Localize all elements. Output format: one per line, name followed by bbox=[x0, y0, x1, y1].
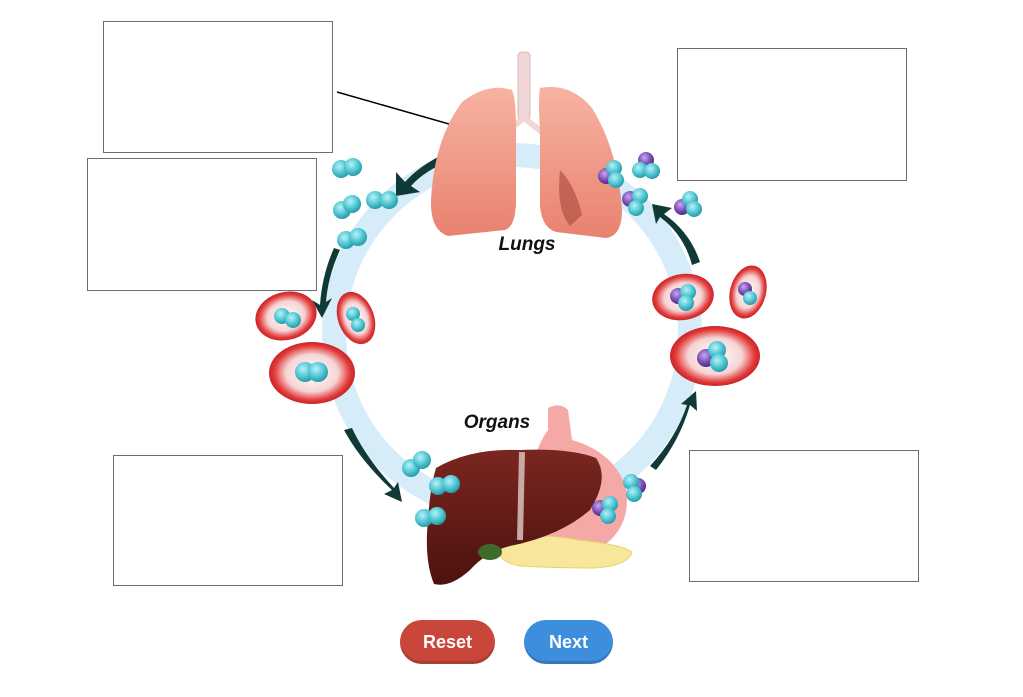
oxygen-molecule bbox=[415, 507, 446, 527]
oxygen-molecule bbox=[295, 362, 328, 382]
oxygen-molecule bbox=[429, 475, 460, 495]
carbon-dioxide-molecule bbox=[592, 496, 618, 524]
flow-arrow-left-down bbox=[312, 248, 340, 318]
carbon-dioxide-molecule bbox=[674, 191, 702, 217]
carbon-dioxide-molecules bbox=[592, 152, 757, 524]
label-box-bottom-right[interactable] bbox=[689, 450, 919, 582]
next-button[interactable]: Next bbox=[524, 620, 613, 664]
lungs-label: Lungs bbox=[499, 234, 556, 255]
carbon-dioxide-molecule bbox=[738, 282, 757, 305]
flow-arrow-right-up bbox=[650, 391, 697, 470]
blood-cells-right bbox=[652, 265, 767, 386]
oxygen-molecule bbox=[332, 158, 362, 178]
oxygen-molecule bbox=[346, 307, 365, 332]
label-box-top-right[interactable] bbox=[677, 48, 907, 181]
right-lung-cavity bbox=[559, 170, 582, 226]
oxygen-molecules bbox=[274, 158, 460, 527]
oxygen-molecule bbox=[274, 308, 301, 328]
right-lung bbox=[539, 86, 622, 238]
label-box-top-left[interactable] bbox=[103, 21, 333, 153]
label-box-middle-left[interactable] bbox=[87, 158, 317, 291]
flow-arrow-left-bottom bbox=[344, 428, 402, 502]
left-lung bbox=[430, 87, 516, 236]
reset-button[interactable]: Reset bbox=[400, 620, 495, 664]
lungs-illustration bbox=[430, 51, 622, 238]
trachea bbox=[517, 51, 531, 121]
oxygen-molecule bbox=[333, 195, 361, 219]
carbon-dioxide-molecule bbox=[598, 160, 624, 188]
gallbladder bbox=[478, 544, 502, 560]
pointer-arrow bbox=[336, 91, 471, 131]
carbon-dioxide-molecule bbox=[623, 474, 646, 502]
liver-ligament bbox=[517, 451, 525, 541]
carbon-dioxide-molecule bbox=[670, 284, 696, 311]
organs-label: Organs bbox=[464, 412, 531, 433]
label-box-bottom-left[interactable] bbox=[113, 455, 343, 586]
carbon-dioxide-molecule bbox=[632, 152, 660, 179]
flow-arrow-right-top bbox=[652, 204, 700, 265]
pancreas bbox=[499, 535, 633, 569]
oxygen-molecule bbox=[366, 191, 398, 209]
carbon-dioxide-molecule bbox=[622, 188, 648, 216]
liver bbox=[426, 449, 602, 585]
oxygen-molecule bbox=[337, 228, 367, 249]
oxygen-molecule bbox=[402, 451, 431, 477]
carbon-dioxide-molecule bbox=[697, 341, 728, 372]
